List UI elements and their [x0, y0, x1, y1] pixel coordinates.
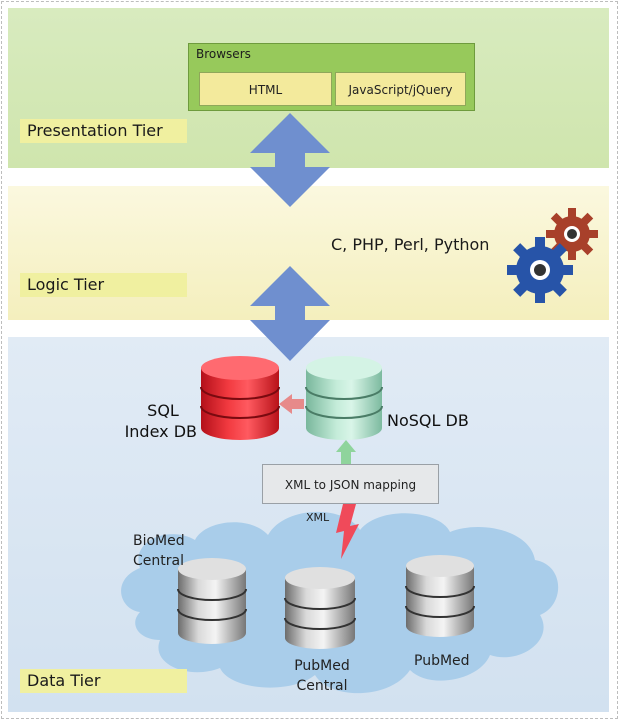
double-arrow-icon	[250, 113, 330, 361]
sql-database-icon	[200, 356, 280, 440]
gear-icon	[546, 208, 598, 260]
database-icon	[284, 567, 356, 649]
biomed-central-label: BioMed Central	[133, 531, 185, 571]
logic-tier-label: Logic Tier	[20, 273, 187, 297]
biomed-line1: BioMed	[133, 533, 185, 549]
javascript-box: JavaScript/jQuery	[335, 72, 466, 106]
browsers-box: Browsers HTML JavaScript/jQuery	[188, 43, 475, 111]
pubmed-central-line2: Central	[296, 678, 348, 694]
lightning-icon	[336, 504, 359, 559]
gear-icon	[507, 237, 573, 303]
sync-arrow-icon	[279, 394, 304, 414]
sql-db-label-2: Index DB	[107, 421, 197, 442]
database-icon	[405, 555, 475, 637]
mapping-arrow-icon	[336, 440, 356, 464]
xml-label: XML	[306, 511, 330, 524]
pubmed-central-line1: PubMed	[294, 658, 350, 674]
pubmed-label: PubMed	[414, 653, 470, 669]
sql-label-line2: Index DB	[124, 422, 197, 441]
data-tier-label: Data Tier	[20, 669, 187, 693]
database-icon	[177, 558, 247, 644]
pubmed-central-label: PubMed Central	[291, 656, 353, 696]
sql-label-line1: SQL	[147, 401, 179, 420]
nosql-database-icon	[305, 356, 383, 440]
biomed-line2: Central	[133, 553, 184, 569]
logic-languages: C, PHP, Perl, Python	[331, 235, 490, 254]
nosql-db-label: NoSQL DB	[387, 411, 469, 430]
presentation-tier-label: Presentation Tier	[20, 119, 187, 143]
html-box: HTML	[199, 72, 332, 106]
browsers-title: Browsers	[196, 47, 251, 61]
sql-db-label: SQL	[128, 400, 198, 421]
xml-json-mapping-box: XML to JSON mapping	[262, 464, 439, 504]
